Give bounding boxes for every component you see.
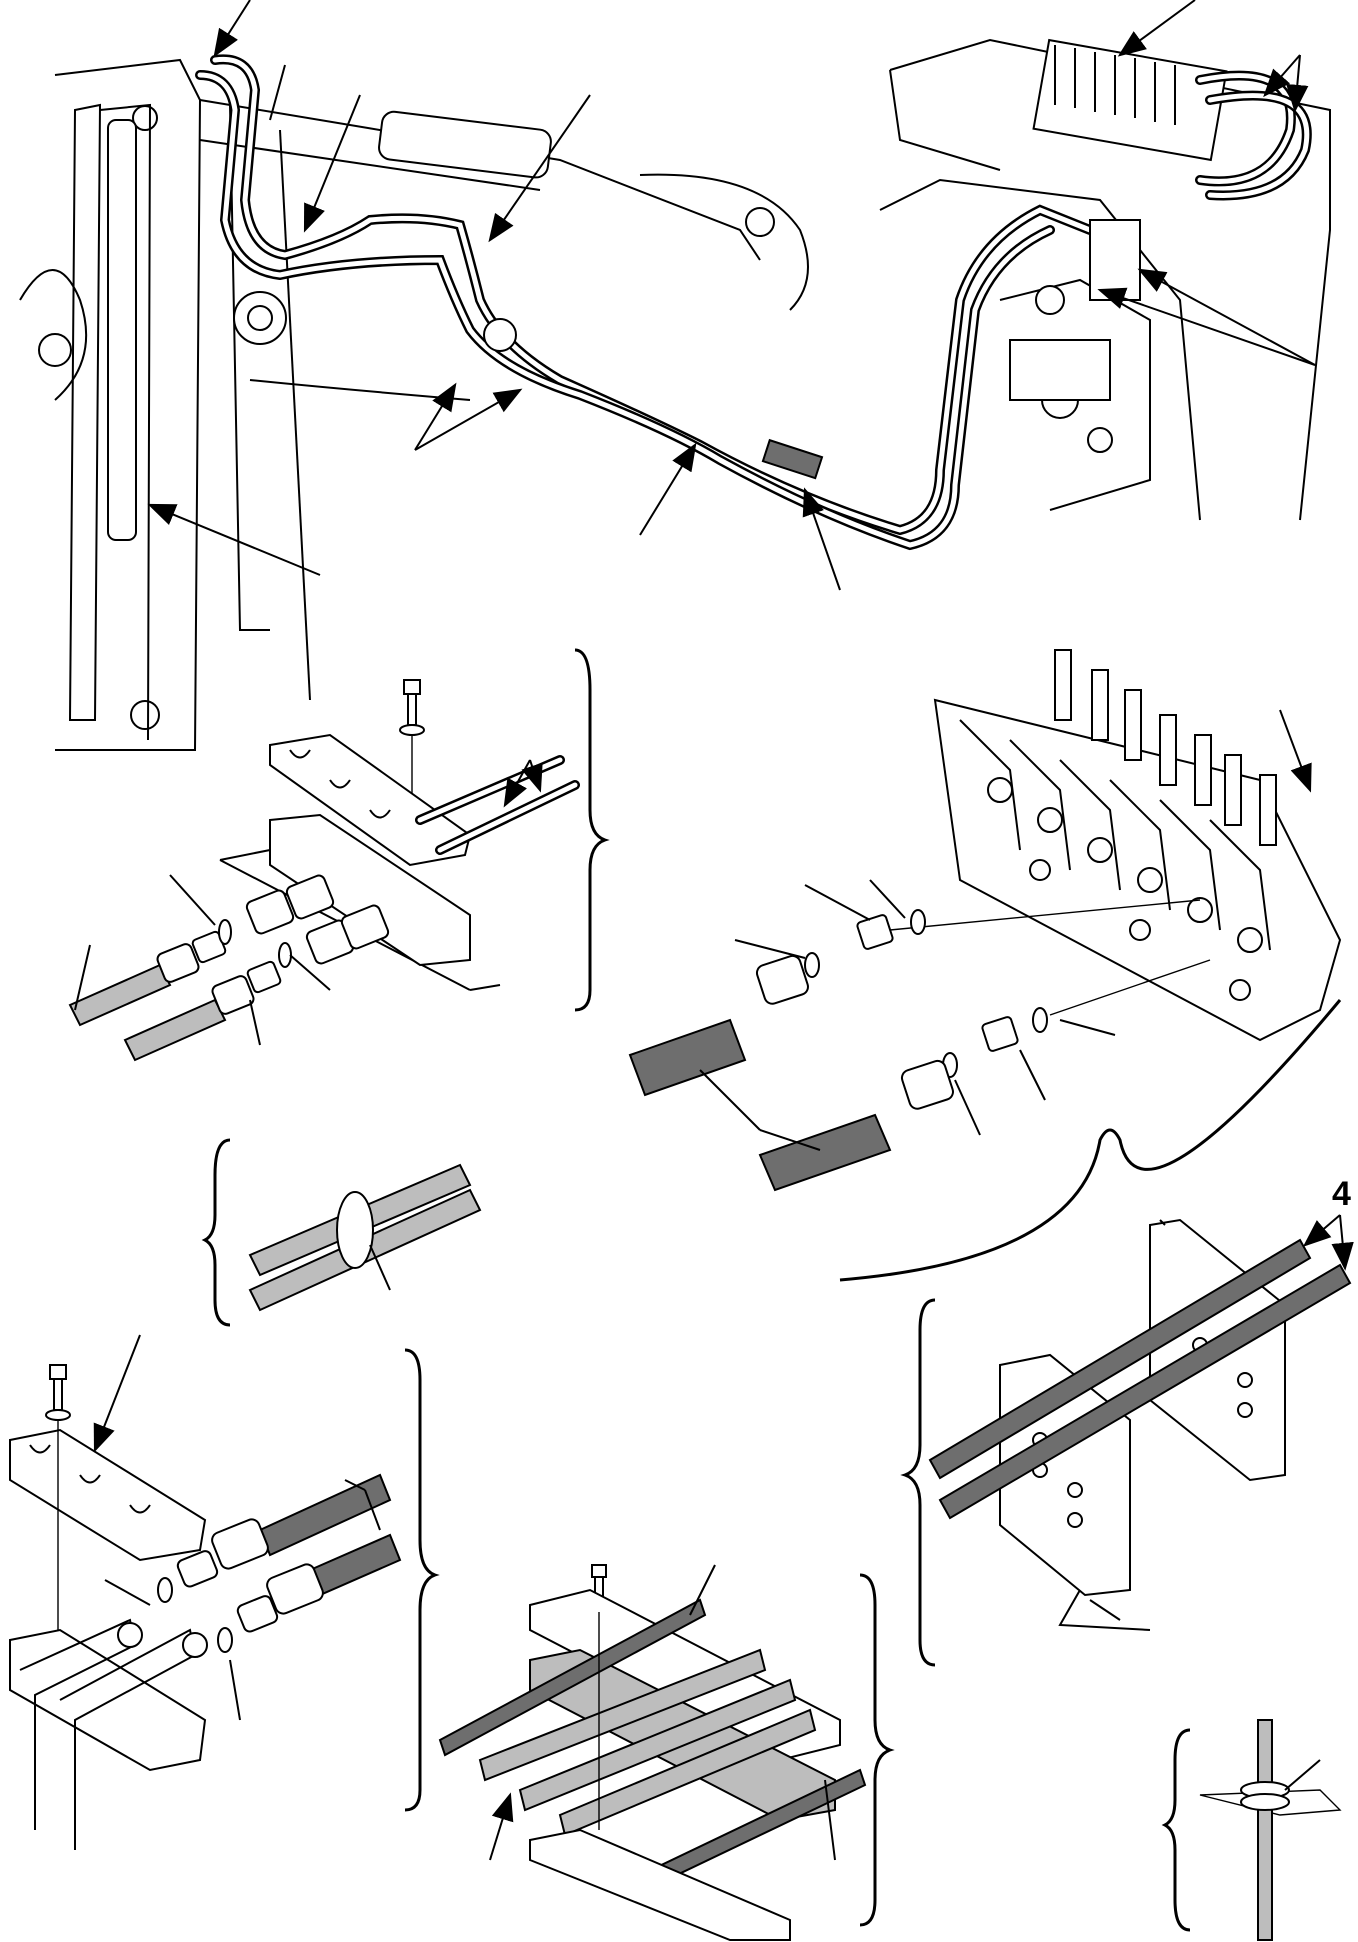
bent-pipes: [19, 1618, 208, 1850]
valve-housing-overview: [879, 38, 1331, 521]
clamp-fitting-detail-left: [68, 648, 610, 1062]
clamp-block-upper: [269, 733, 472, 867]
boom-arm: [19, 58, 311, 751]
clamp-block-lower: [219, 813, 501, 991]
machine-overview-view: [19, 0, 1331, 751]
bracket-hoses: [928, 1238, 1352, 1520]
clamp-bolt: [399, 679, 425, 810]
valve-spools-detail: [1054, 649, 1277, 846]
callout-arrows-left-detail: [74, 759, 543, 1046]
multi-hose-clamp-detail: [438, 1564, 895, 1941]
callout-arrows-bracket: [1302, 1214, 1354, 1271]
detail-brace: [574, 648, 610, 1012]
pipe-clamp-bolt: [45, 1364, 71, 1421]
boom-cylinder: [199, 99, 809, 401]
valve-fittings: [628, 899, 1211, 1192]
valve-spools-overview: [1054, 45, 1176, 125]
detail-brace-valve: [839, 999, 1342, 1282]
callout-arrows-valve: [699, 709, 1312, 1151]
hose-bracket-detail: 4: [900, 1175, 1354, 1667]
callout-arrows-multi-clamp: [489, 1564, 836, 1861]
hose-pair-callout: 4: [1332, 1175, 1351, 1213]
cable-tie-detail: [201, 1138, 482, 1327]
multi-hose-bundle: [438, 1598, 867, 1897]
grommet-detail: [1161, 1719, 1342, 1941]
pipe-hoses: [157, 1473, 402, 1653]
callout-arrows-top: [147, 0, 1316, 591]
pipe-clamp-detail: [9, 1334, 440, 1850]
callout-arrows-pipe-clamp: [93, 1334, 381, 1721]
control-valve-detail: [628, 649, 1342, 1282]
hose-run-overview: [195, 54, 1095, 551]
hose-fittings-left: [68, 874, 390, 1062]
